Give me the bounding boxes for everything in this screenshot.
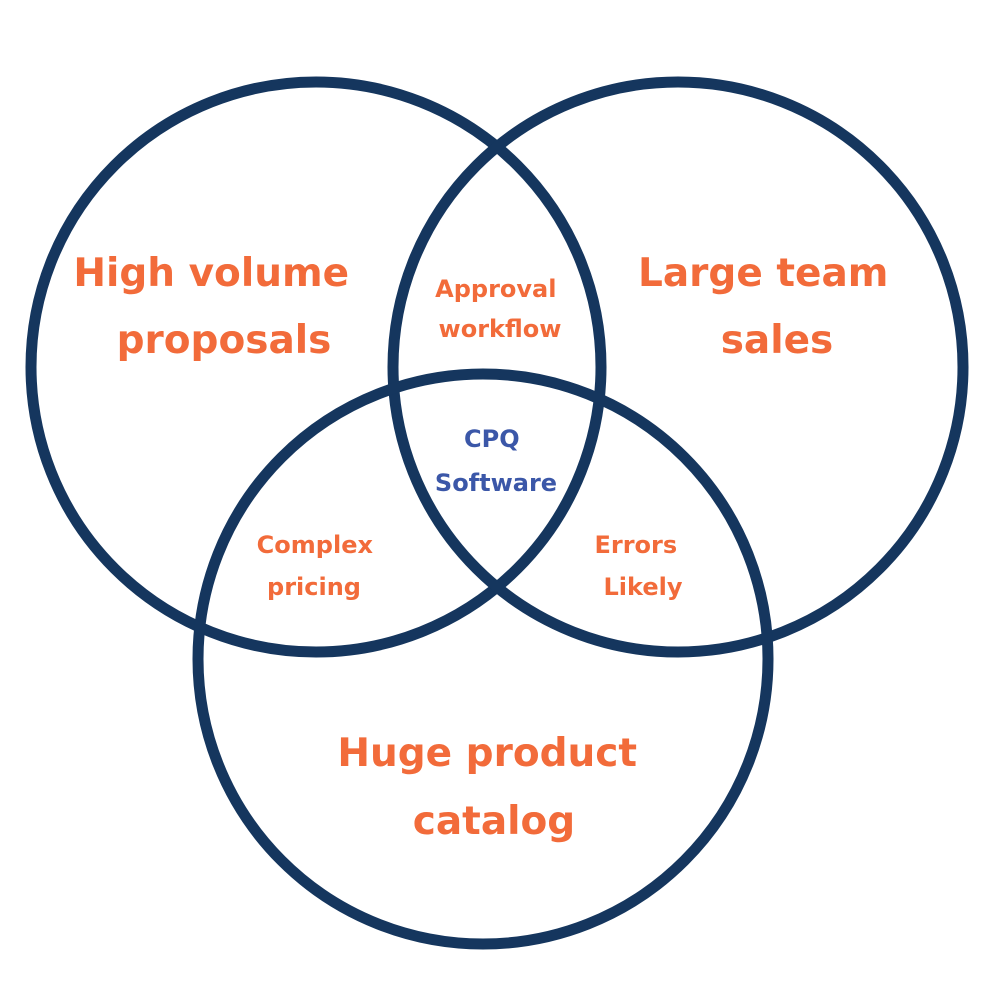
- label-huge-catalog-line2: catalog: [413, 799, 575, 844]
- label-large-team-sales: Large team sales: [638, 251, 902, 363]
- label-approval-line1: Approval: [435, 275, 556, 303]
- label-approval-line2: workflow: [439, 315, 562, 343]
- label-cpq-software: CPQ Software: [435, 425, 557, 497]
- label-high-volume-proposals: High volume proposals: [73, 251, 362, 363]
- label-errors-line1: Errors: [594, 531, 677, 559]
- label-cpq-line1: CPQ: [464, 425, 520, 453]
- circle-large-team-sales: [387, 76, 969, 658]
- circle-huge-product-catalog: [192, 368, 774, 950]
- label-high-volume-line1: High volume: [73, 251, 349, 296]
- label-huge-product-catalog: Huge product catalog: [337, 731, 650, 844]
- label-cpq-line2: Software: [435, 469, 557, 497]
- label-complex-line2: pricing: [267, 573, 361, 601]
- label-approval-workflow: Approval workflow: [435, 275, 565, 343]
- label-complex-line1: Complex: [257, 531, 374, 559]
- label-huge-catalog-line1: Huge product: [337, 731, 637, 776]
- label-complex-pricing: Complex pricing: [257, 531, 382, 601]
- circle-high-volume-proposals: [25, 76, 607, 658]
- label-large-team-line2: sales: [721, 318, 834, 363]
- label-errors-likely: Errors Likely: [594, 531, 685, 601]
- label-errors-line2: Likely: [604, 573, 683, 601]
- label-high-volume-line2: proposals: [117, 318, 332, 363]
- label-large-team-line1: Large team: [638, 251, 888, 296]
